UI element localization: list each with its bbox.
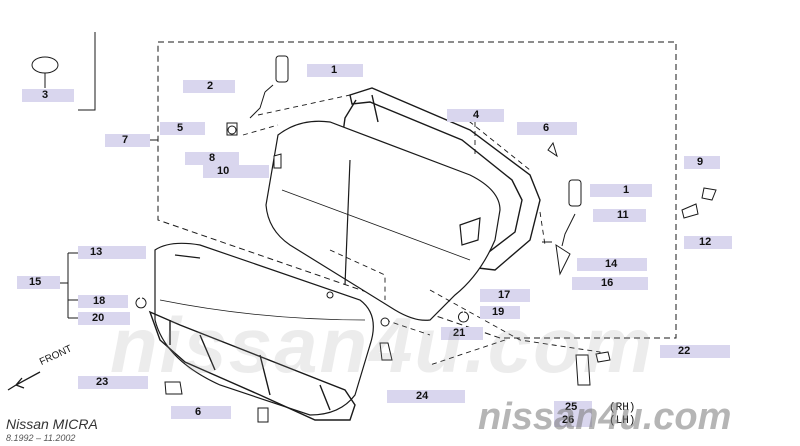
callout-21: 21 (441, 327, 483, 340)
side-lh-label: (LH) (609, 415, 636, 427)
callout-10: 10 (203, 165, 269, 178)
callout-15: 15 (17, 276, 60, 289)
callout-3: 3 (22, 89, 74, 102)
callout-1-right: 1 (590, 184, 652, 197)
callout-9: 9 (684, 156, 720, 169)
callout-12: 12 (684, 236, 732, 249)
seat-frame (148, 310, 356, 421)
production-range: 8.1992 – 11.2002 (6, 433, 76, 443)
callout-7: 7 (105, 134, 150, 147)
callout-16: 16 (572, 277, 648, 290)
callout-17: 17 (480, 289, 530, 302)
callout-23: 23 (78, 376, 148, 389)
callout-25: 25 (554, 401, 592, 414)
callout-5: 5 (160, 122, 205, 135)
callout-11: 11 (593, 209, 646, 222)
seat-back-cushion (265, 120, 501, 321)
side-rh-label: (RH) (609, 402, 636, 414)
callout-18: 18 (78, 295, 128, 308)
watermark-faint: nissan4u.com (110, 301, 655, 389)
callout-19: 19 (480, 306, 520, 319)
callout-6-bottom: 6 (171, 406, 231, 419)
watermark: nissan4u.com (478, 396, 732, 438)
callout-24: 24 (387, 390, 465, 403)
part-3-oval (31, 56, 59, 74)
callout-26: 26 (554, 414, 592, 427)
front-arrow (7, 371, 41, 391)
callout-13: 13 (78, 246, 146, 259)
callout-22: 22 (660, 345, 730, 358)
model-title: Nissan MICRA (6, 416, 98, 432)
callout-6-top: 6 (517, 122, 577, 135)
callout-14: 14 (577, 258, 647, 271)
callout-2: 2 (183, 80, 235, 93)
small-parts (135, 55, 717, 423)
callout-8: 8 (185, 152, 239, 165)
callout-4: 4 (447, 109, 504, 122)
callout-1-top: 1 (307, 64, 363, 77)
callout-20: 20 (78, 312, 130, 325)
